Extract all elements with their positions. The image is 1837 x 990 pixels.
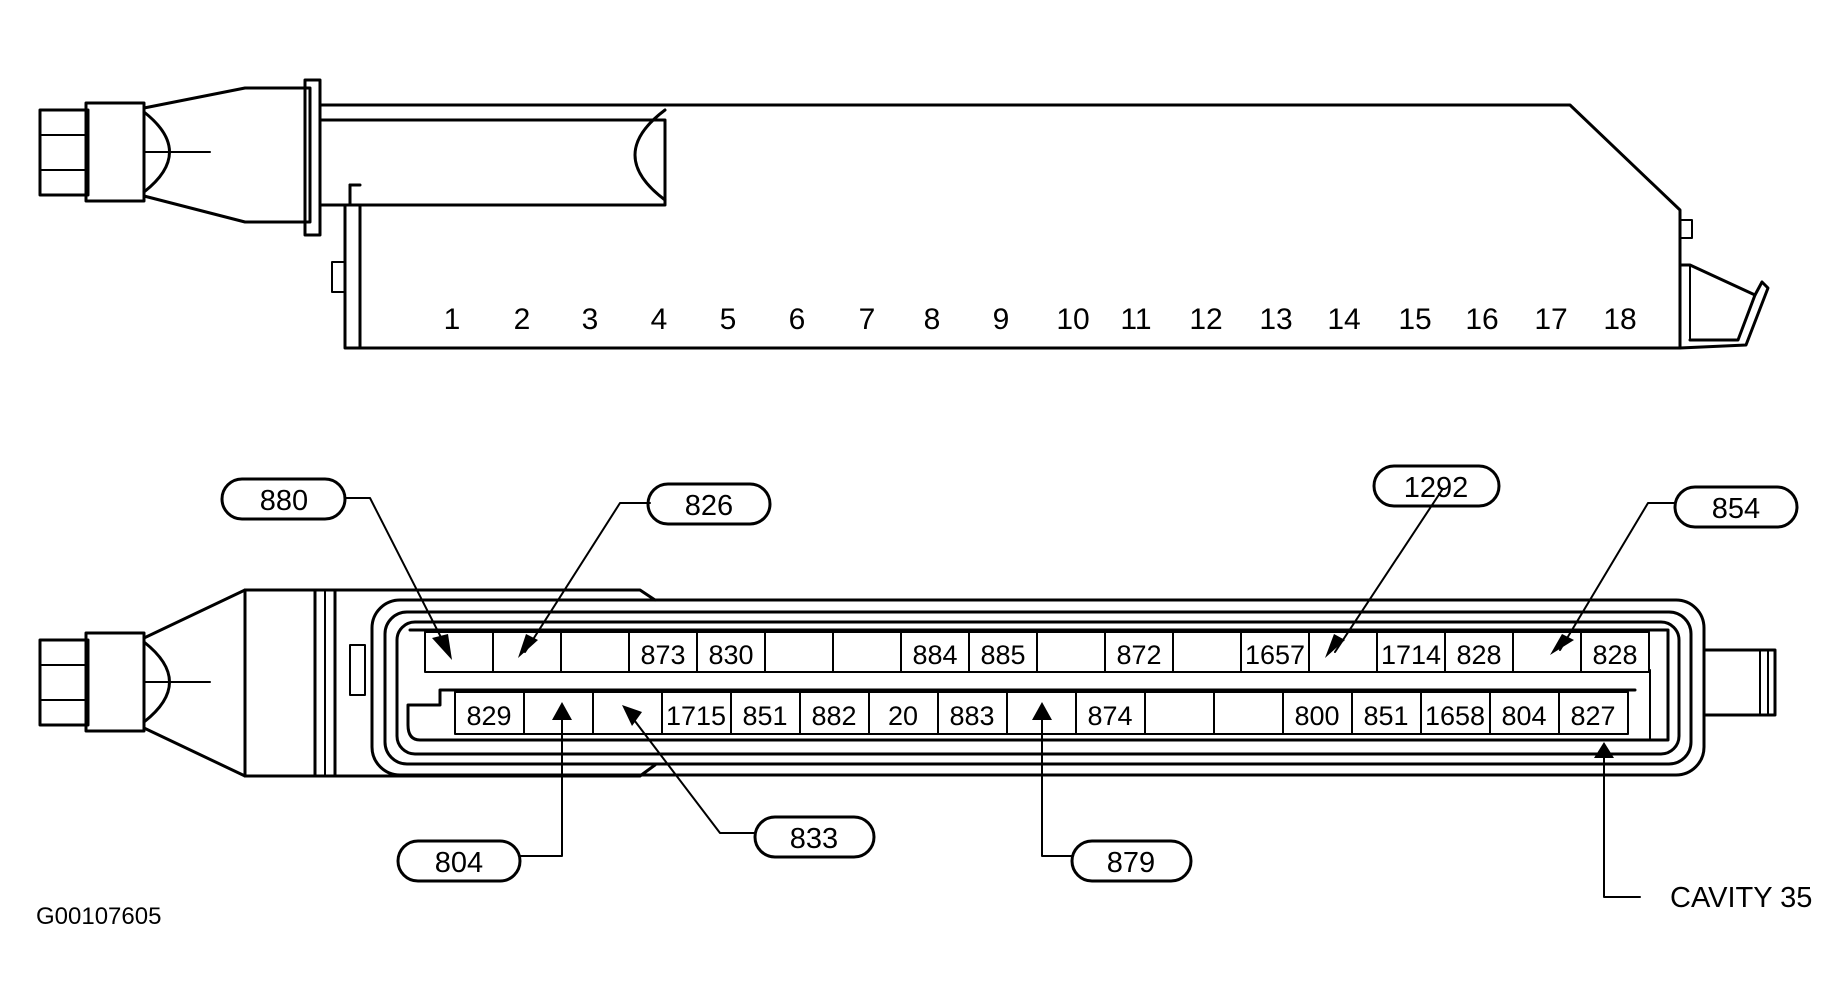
cavity-label: 1657 [1245,640,1305,670]
cavity-label: 829 [466,701,511,731]
cavity-label: 828 [1456,640,1501,670]
arrowhead [432,634,452,660]
connector-side-view [38,78,1770,350]
cavity-label: 883 [949,701,994,731]
position-number: 4 [651,303,668,336]
callout-label: 804 [435,847,483,879]
arrowhead [1550,634,1574,655]
position-number: 14 [1327,303,1360,336]
face-outer-shell [370,598,1706,777]
callout-880 [220,477,347,521]
callout-label: 826 [685,490,733,522]
cavity-label: 804 [1501,701,1546,731]
figure-id: G00107605 [36,903,161,930]
position-number: 2 [514,303,531,336]
cavity-label: 872 [1116,640,1161,670]
face-tail [1702,648,1777,717]
top-row-cavities: 873 830 884 885 872 1657 1714 828 828 [424,631,1650,673]
callout-label: 879 [1107,847,1155,879]
side-lower-body [343,203,1682,350]
side-flange [303,78,322,237]
callout-854 [1673,485,1799,529]
callout-label: 854 [1712,493,1760,525]
callout-label: 880 [260,485,308,517]
position-number: 16 [1465,303,1498,336]
position-number: 11 [1120,303,1151,336]
position-number: 8 [924,303,941,336]
position-number: 9 [993,303,1010,336]
side-barrel-end [633,108,667,202]
cavity-label: 800 [1294,701,1339,731]
connector-face-view [38,588,1777,778]
side-latch [1678,263,1757,342]
position-number: 10 [1056,303,1089,336]
cavity-label: 1658 [1425,701,1485,731]
callout-1292 [1372,464,1501,508]
cavity-label: 1714 [1381,640,1441,670]
callout-826 [646,482,772,526]
face-body [243,588,657,602]
side-boot [142,86,312,224]
arrowhead [1594,742,1614,758]
cavity-label: 873 [640,640,685,670]
face-plug-cap [38,638,90,727]
callout-804 [396,839,522,883]
bottom-row-cavities: 829 1715 851 882 20 883 874 800 851 1658… [454,691,1629,735]
cavity-35-label: CAVITY 35 [1670,882,1812,914]
side-plug-collar [84,101,146,203]
position-number: 18 [1603,303,1636,336]
cavity-label: 851 [742,701,787,731]
position-number: 12 [1189,303,1222,336]
position-numbers: 1 2 3 4 5 6 7 8 9 10 11 12 13 14 15 16 1… [444,303,1637,336]
position-number: 17 [1534,303,1567,336]
cavity-label: 828 [1592,640,1637,670]
position-number: 6 [789,303,806,336]
cavity-label: 20 [888,701,918,731]
callouts: 880 826 1292 854 804 833 879 [220,464,1799,883]
callout-879 [1070,839,1193,883]
face-plug-collar [84,631,146,733]
position-number: 3 [582,303,599,336]
cavity-label: 882 [811,701,856,731]
cavity-label: 827 [1570,701,1615,731]
side-upper-housing [318,103,1682,254]
position-number: 7 [859,303,876,336]
position-number: 5 [720,303,737,336]
callout-label: 1292 [1404,472,1469,504]
cavity-label: 884 [912,640,957,670]
position-number: 15 [1398,303,1431,336]
cavity-label: 830 [708,640,753,670]
position-number: 13 [1259,303,1292,336]
cavity-label: 851 [1363,701,1408,731]
arrowhead [622,705,642,726]
cavity-label: 1715 [666,701,726,731]
callout-833 [753,815,876,859]
cavity-label: 874 [1087,701,1132,731]
position-number: 1 [444,303,461,336]
side-plug-cap [38,108,90,197]
callout-label: 833 [790,823,838,855]
arrowhead [1325,634,1345,658]
cavity-label: 885 [980,640,1025,670]
leader-lines [344,489,1676,898]
